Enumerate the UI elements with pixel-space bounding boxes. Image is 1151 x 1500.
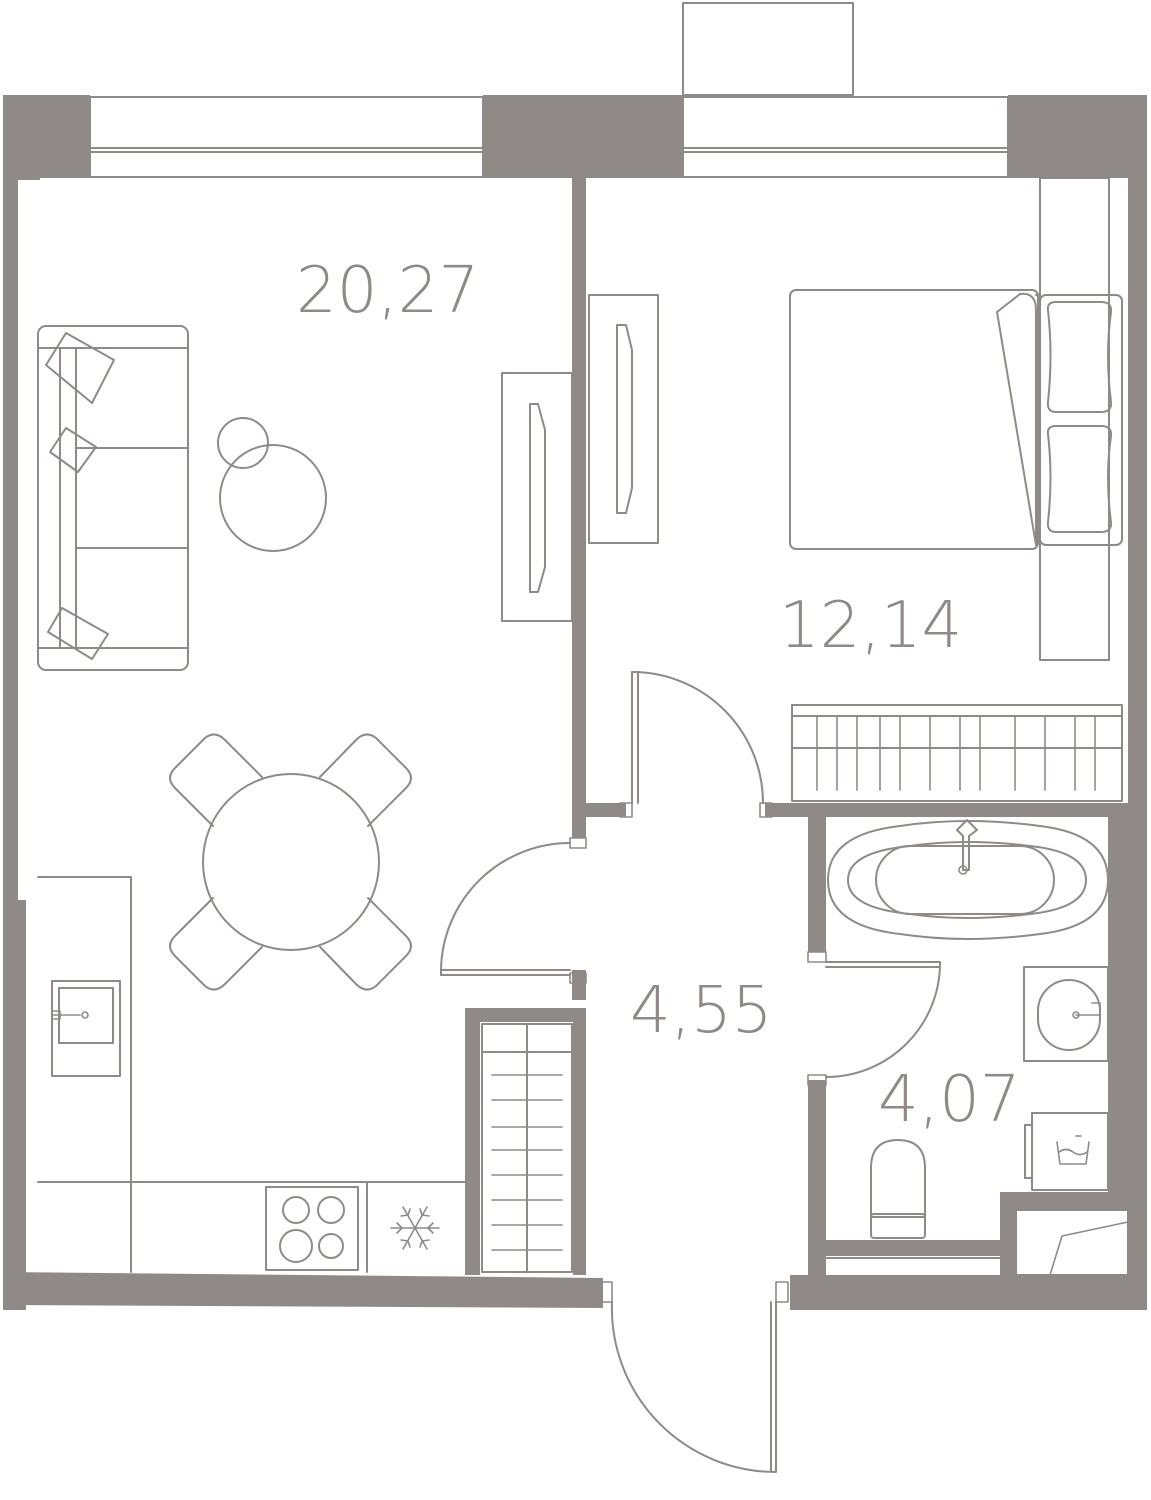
bathroom-area: 4,07 bbox=[878, 1063, 1021, 1137]
tv-cabinet bbox=[501, 372, 573, 622]
living-room-door bbox=[440, 842, 571, 976]
sofa-cushion bbox=[45, 332, 115, 404]
faucet bbox=[956, 819, 978, 871]
sofa-cushion bbox=[47, 607, 109, 660]
bedroom-area: 12,14 bbox=[779, 589, 962, 663]
sofa-cushion bbox=[49, 427, 97, 473]
window-left bbox=[89, 96, 484, 178]
toilet bbox=[870, 1139, 926, 1239]
stool bbox=[217, 417, 269, 469]
entrance-door bbox=[610, 1301, 777, 1473]
bedroom-door bbox=[631, 671, 764, 804]
tv-cabinet-bedroom bbox=[588, 294, 659, 544]
living-room-furniture bbox=[37, 325, 573, 1273]
doors bbox=[440, 671, 942, 1473]
bed bbox=[789, 177, 1123, 661]
dining-chairs bbox=[169, 733, 412, 991]
hallway-wardrobe bbox=[481, 1023, 573, 1273]
left-wall bbox=[3, 95, 90, 1310]
dining-table bbox=[202, 773, 380, 951]
bedroom-wardrobe bbox=[791, 704, 1123, 802]
kitchen-sink bbox=[51, 980, 121, 1077]
bedroom-furniture bbox=[588, 177, 1123, 802]
shaft bbox=[1015, 1209, 1129, 1276]
bathroom-fixtures bbox=[825, 819, 1129, 1276]
top-wall-pier bbox=[483, 95, 683, 178]
living-kitchen-area: 20,27 bbox=[296, 254, 479, 328]
bathroom-door bbox=[825, 961, 942, 1078]
bathtub bbox=[827, 819, 1109, 940]
cooktop-icon bbox=[265, 1186, 359, 1271]
interior-walls bbox=[465, 178, 1128, 1303]
window-right bbox=[682, 96, 1009, 178]
balcony bbox=[682, 2, 854, 96]
bottom-wall-left bbox=[3, 1272, 603, 1308]
tv bbox=[529, 403, 546, 593]
pillow bbox=[1046, 301, 1113, 413]
coffee-table bbox=[219, 444, 327, 552]
washing-machine-icon bbox=[1024, 1112, 1109, 1191]
sofa bbox=[37, 325, 189, 671]
pillow bbox=[1046, 425, 1113, 533]
area-labels: 20,27 12,14 4,55 4,07 bbox=[296, 254, 1021, 1137]
tv-bedroom bbox=[616, 324, 633, 514]
snowflake-icon bbox=[390, 1206, 440, 1250]
washbasin bbox=[1023, 966, 1109, 1062]
kitchen bbox=[37, 876, 466, 1273]
hallway-area: 4,55 bbox=[630, 974, 773, 1048]
exterior-walls bbox=[3, 95, 1147, 1310]
